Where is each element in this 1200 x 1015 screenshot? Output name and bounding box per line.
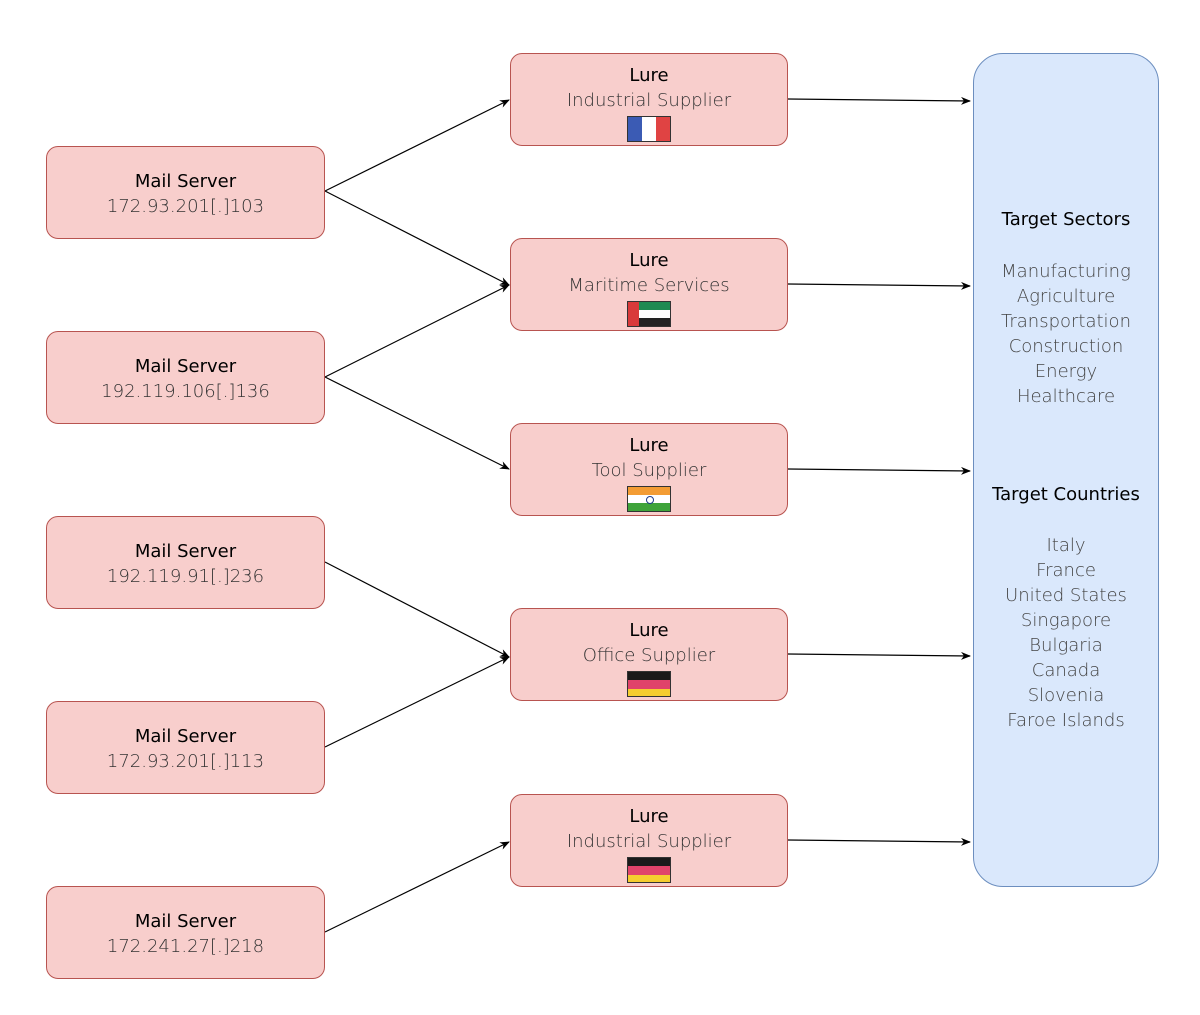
server-title: Mail Server <box>134 911 237 932</box>
country-item: Bulgaria <box>1029 635 1103 656</box>
lure-subtitle: Maritime Services <box>568 275 730 296</box>
edge-server2-lure2 <box>324 284 510 378</box>
lure-title: Lure <box>629 620 669 641</box>
germany-flag-icon <box>627 671 671 697</box>
lure-subtitle: Office Supplier <box>582 645 716 666</box>
lure-subtitle: Tool Supplier <box>591 460 707 481</box>
country-item: United States <box>1005 585 1127 606</box>
server-ip: 192.119.91[.]236 <box>106 566 265 587</box>
server-title: Mail Server <box>134 541 237 562</box>
india-flag-icon <box>627 486 671 512</box>
france-flag-icon <box>627 116 671 142</box>
sector-item: Construction <box>1008 336 1124 357</box>
country-item: Faroe Islands <box>1007 710 1125 731</box>
country-item: Singapore <box>1020 610 1112 631</box>
lure-title: Lure <box>629 250 669 271</box>
germany-flag-icon <box>627 857 671 883</box>
server-ip: 172.241.27[.]218 <box>106 936 265 957</box>
edge-lure1-target <box>787 96 971 105</box>
target-sectors-title: Target Sectors <box>1001 209 1131 230</box>
country-item: Canada <box>1031 660 1101 681</box>
server-ip: 172.93.201[.]113 <box>106 751 265 772</box>
uae-flag-icon <box>627 301 671 327</box>
country-item: France <box>1036 560 1096 581</box>
edge-lure5-target <box>787 837 971 846</box>
target-sectors-list: Manufacturing Agriculture Transportation… <box>974 259 1158 409</box>
sector-item: Manufacturing <box>1001 261 1131 282</box>
sector-item: Agriculture <box>1016 286 1116 307</box>
edge-server2-lure3 <box>324 376 510 470</box>
lure-title: Lure <box>629 65 669 86</box>
edge-server4-lure4 <box>324 656 510 748</box>
edge-lure4-target <box>787 651 971 660</box>
lure-node: Lure Maritime Services <box>510 238 788 331</box>
target-countries-title: Target Countries <box>992 484 1140 505</box>
mail-server-node: Mail Server 192.119.106[.]136 <box>46 331 325 424</box>
edge-lure3-target <box>787 466 971 475</box>
edge-server3-lure4 <box>324 561 510 658</box>
country-item: Italy <box>1046 535 1086 556</box>
lure-node: Lure Industrial Supplier <box>510 794 788 887</box>
server-ip: 192.119.106[.]136 <box>101 381 270 402</box>
lure-node: Lure Office Supplier <box>510 608 788 701</box>
country-item: Slovenia <box>1027 685 1105 706</box>
lure-node: Lure Industrial Supplier <box>510 53 788 146</box>
mail-server-node: Mail Server 172.93.201[.]103 <box>46 146 325 239</box>
edge-lure2-target <box>787 281 971 290</box>
target-countries-list: Italy France United States Singapore Bul… <box>974 533 1158 733</box>
lure-subtitle: Industrial Supplier <box>566 831 732 852</box>
server-title: Mail Server <box>134 171 237 192</box>
mail-server-node: Mail Server 172.93.201[.]113 <box>46 701 325 794</box>
sector-item: Energy <box>1034 361 1098 382</box>
edge-server1-lure1 <box>324 99 510 192</box>
lure-title: Lure <box>629 435 669 456</box>
sector-item: Transportation <box>1001 311 1131 332</box>
mail-server-node: Mail Server 192.119.91[.]236 <box>46 516 325 609</box>
lure-title: Lure <box>629 806 669 827</box>
server-ip: 172.93.201[.]103 <box>106 196 265 217</box>
mail-server-node: Mail Server 172.241.27[.]218 <box>46 886 325 979</box>
server-title: Mail Server <box>134 356 237 377</box>
target-panel: Target Sectors Manufacturing Agriculture… <box>973 53 1159 887</box>
lure-node: Lure Tool Supplier <box>510 423 788 516</box>
server-title: Mail Server <box>134 726 237 747</box>
lure-subtitle: Industrial Supplier <box>566 90 732 111</box>
edge-server5-lure5 <box>324 841 510 933</box>
edge-server1-lure2 <box>324 190 510 286</box>
sector-item: Healthcare <box>1016 386 1116 407</box>
